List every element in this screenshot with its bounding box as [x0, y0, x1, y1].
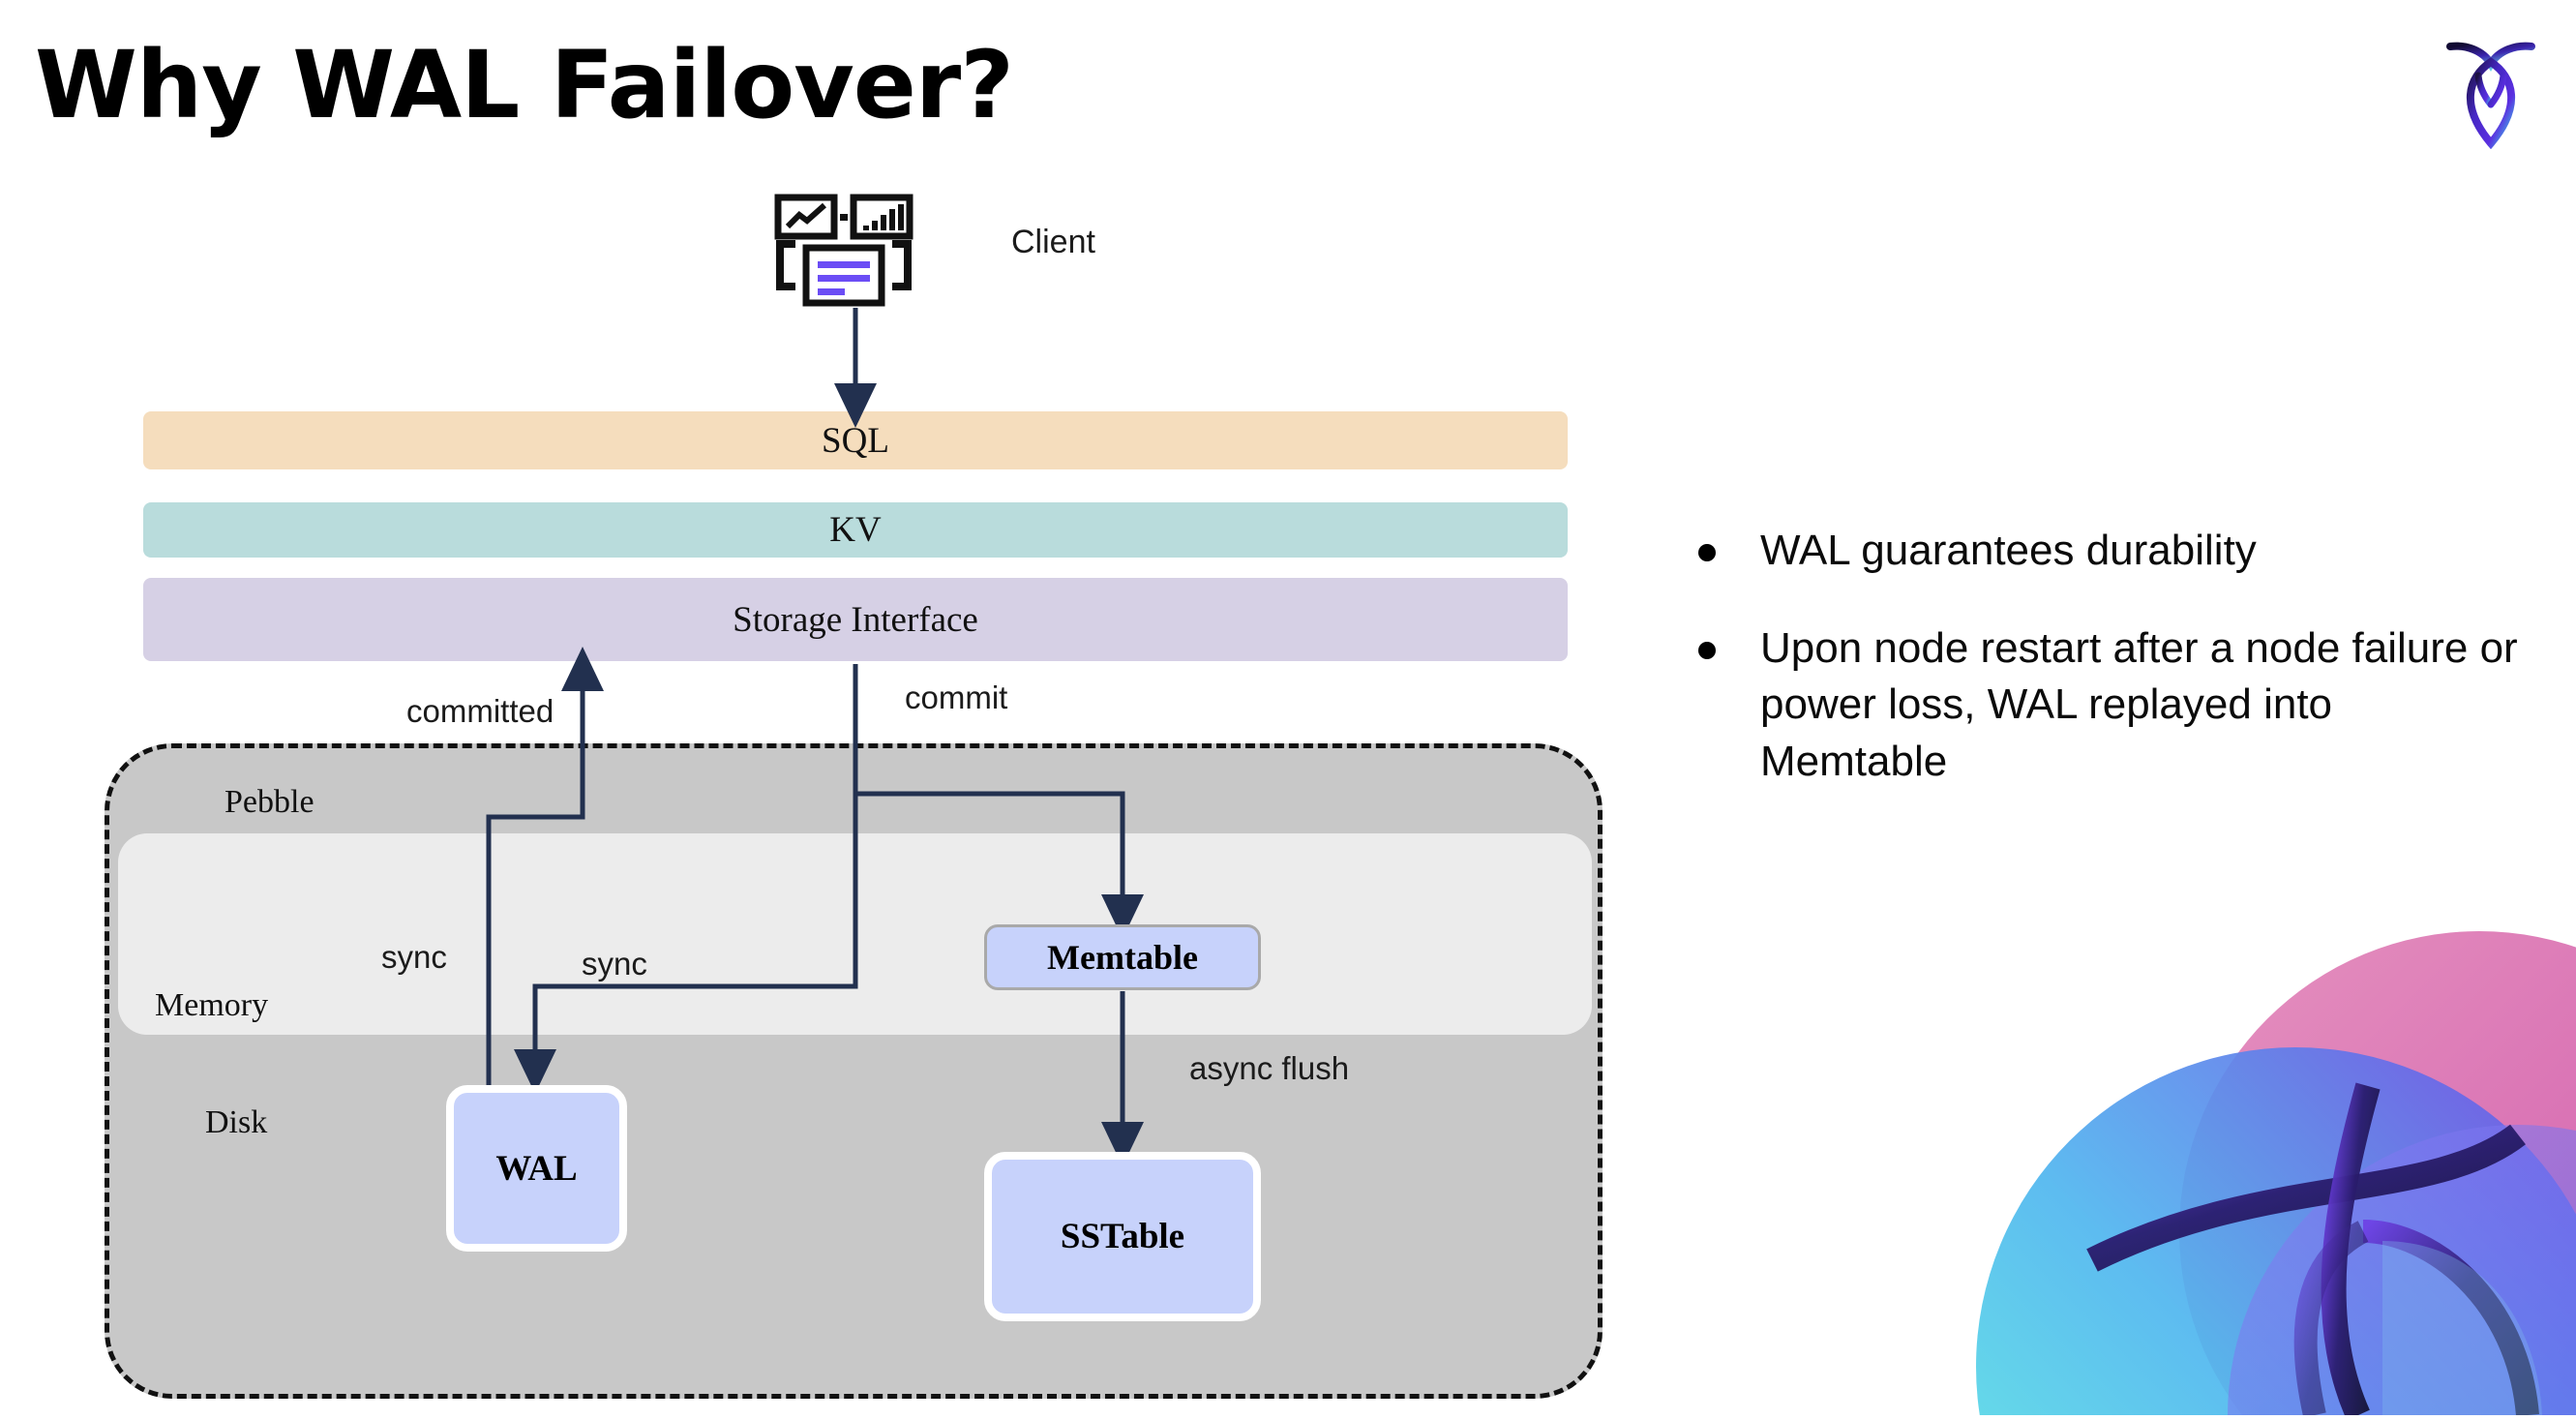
component-label-sstable: SSTable [1060, 1217, 1185, 1256]
component-label-memtable: Memtable [1047, 938, 1198, 977]
component-box-sstable: SSTable [984, 1152, 1261, 1321]
flow-label-commit: commit [905, 680, 1008, 715]
bullet-list: WAL guarantees durability Upon node rest… [1698, 523, 2531, 831]
zone-label-memory: Memory [155, 987, 269, 1023]
zone-label-pebble: Pebble [225, 784, 315, 820]
client-dashboard-icon [774, 194, 929, 319]
layer-label-kv: KV [829, 510, 882, 550]
cockroachdb-gradient-circles-art [1976, 912, 2576, 1415]
zone-label-disk: Disk [205, 1104, 268, 1140]
bullet-dot-icon [1698, 641, 1716, 659]
cockroachdb-logo-icon [2433, 23, 2549, 150]
flow-label-sync-wal: sync [381, 939, 447, 975]
layer-label-storage-interface: Storage Interface [733, 599, 978, 640]
layer-bar-storage-interface: Storage Interface [143, 578, 1568, 661]
flow-arrows [486, 308, 1144, 1166]
component-label-wal: WAL [495, 1148, 578, 1189]
layer-bar-kv: KV [143, 502, 1568, 558]
bullet-text: WAL guarantees durability [1760, 527, 2257, 574]
flow-label-committed: committed [406, 693, 554, 729]
page-title: Why WAL Failover? [35, 31, 1014, 139]
component-box-memtable: Memtable [984, 924, 1261, 990]
flow-label-async-flush: async flush [1189, 1050, 1350, 1086]
list-item: Upon node restart after a node failure o… [1698, 620, 2531, 791]
architecture-diagram: Client SQL KV Storage Interface Pebble M… [105, 194, 1603, 1399]
flow-label-sync-commit: sync [582, 946, 647, 982]
list-item: WAL guarantees durability [1698, 523, 2531, 580]
bullet-dot-icon [1698, 544, 1716, 561]
component-box-wal: WAL [446, 1085, 627, 1252]
bullet-text: Upon node restart after a node failure o… [1760, 623, 2518, 785]
client-label: Client [1011, 224, 1095, 260]
